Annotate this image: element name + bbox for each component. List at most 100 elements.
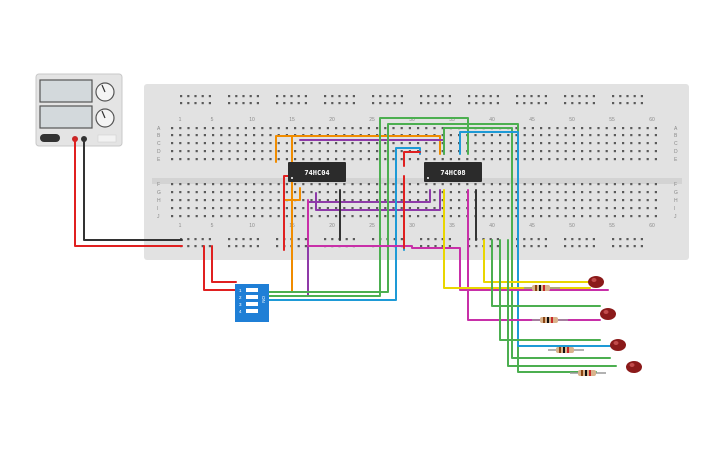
power-rail-hole[interactable] <box>228 245 231 248</box>
breadboard-hole[interactable] <box>490 142 493 145</box>
breadboard-hole[interactable] <box>359 127 362 130</box>
breadboard-hole[interactable] <box>499 191 502 194</box>
power-rail-hole[interactable] <box>571 238 574 241</box>
breadboard-hole[interactable] <box>589 142 592 145</box>
breadboard-hole[interactable] <box>228 134 231 137</box>
power-rail-hole[interactable] <box>434 95 437 98</box>
breadboard-hole[interactable] <box>376 215 379 218</box>
power-rail-hole[interactable] <box>331 238 334 241</box>
breadboard-hole[interactable] <box>597 207 600 210</box>
power-rail-hole[interactable] <box>345 95 348 98</box>
breadboard-hole[interactable] <box>548 150 551 153</box>
breadboard-hole[interactable] <box>622 134 625 137</box>
breadboard-hole[interactable] <box>630 199 633 202</box>
power-rail-hole[interactable] <box>297 95 300 98</box>
power-rail-hole[interactable] <box>441 238 444 241</box>
breadboard-hole[interactable] <box>195 134 198 137</box>
breadboard-hole[interactable] <box>597 158 600 161</box>
breadboard-hole[interactable] <box>351 215 354 218</box>
power-rail-hole[interactable] <box>187 95 190 98</box>
breadboard-hole[interactable] <box>507 134 510 137</box>
breadboard-hole[interactable] <box>195 150 198 153</box>
breadboard-hole[interactable] <box>195 191 198 194</box>
power-rail-hole[interactable] <box>194 95 197 98</box>
power-rail-hole[interactable] <box>468 245 471 248</box>
breadboard-hole[interactable] <box>556 191 559 194</box>
breadboard-hole[interactable] <box>203 215 206 218</box>
breadboard-hole[interactable] <box>326 158 329 161</box>
power-rail-hole[interactable] <box>331 102 334 105</box>
breadboard-hole[interactable] <box>630 183 633 186</box>
breadboard-hole[interactable] <box>195 127 198 130</box>
breadboard-hole[interactable] <box>515 207 518 210</box>
breadboard-hole[interactable] <box>187 207 190 210</box>
breadboard-hole[interactable] <box>343 127 346 130</box>
breadboard-hole[interactable] <box>244 183 247 186</box>
breadboard-hole[interactable] <box>179 183 182 186</box>
breadboard-hole[interactable] <box>392 199 395 202</box>
breadboard-hole[interactable] <box>400 127 403 130</box>
power-rail-hole[interactable] <box>633 95 636 98</box>
breadboard-hole[interactable] <box>318 142 321 145</box>
breadboard-hole[interactable] <box>613 142 616 145</box>
power-rail-hole[interactable] <box>345 238 348 241</box>
breadboard-hole[interactable] <box>261 127 264 130</box>
power-rail-hole[interactable] <box>242 238 245 241</box>
breadboard-hole[interactable] <box>540 215 543 218</box>
breadboard-hole[interactable] <box>376 127 379 130</box>
breadboard-hole[interactable] <box>253 134 256 137</box>
power-rail-hole[interactable] <box>249 102 252 105</box>
breadboard-hole[interactable] <box>523 142 526 145</box>
breadboard-hole[interactable] <box>523 158 526 161</box>
breadboard-hole[interactable] <box>433 150 436 153</box>
breadboard-hole[interactable] <box>474 142 477 145</box>
breadboard-hole[interactable] <box>638 142 641 145</box>
breadboard-hole[interactable] <box>187 150 190 153</box>
power-rail-hole[interactable] <box>400 238 403 241</box>
breadboard-hole[interactable] <box>417 158 420 161</box>
breadboard-hole[interactable] <box>171 191 174 194</box>
breadboard-hole[interactable] <box>400 183 403 186</box>
breadboard-hole[interactable] <box>515 127 518 130</box>
breadboard-hole[interactable] <box>622 183 625 186</box>
breadboard-hole[interactable] <box>581 134 584 137</box>
breadboard-hole[interactable] <box>261 207 264 210</box>
power-rail-hole[interactable] <box>256 238 259 241</box>
breadboard-hole[interactable] <box>408 215 411 218</box>
breadboard-hole[interactable] <box>548 134 551 137</box>
breadboard-hole[interactable] <box>302 127 305 130</box>
breadboard-hole[interactable] <box>499 199 502 202</box>
breadboard-hole[interactable] <box>572 199 575 202</box>
breadboard-hole[interactable] <box>507 191 510 194</box>
breadboard-hole[interactable] <box>384 158 387 161</box>
power-rail-hole[interactable] <box>242 102 245 105</box>
breadboard-hole[interactable] <box>613 158 616 161</box>
breadboard-hole[interactable] <box>499 215 502 218</box>
breadboard-hole[interactable] <box>507 215 510 218</box>
breadboard-hole[interactable] <box>646 150 649 153</box>
breadboard-hole[interactable] <box>474 158 477 161</box>
breadboard-hole[interactable] <box>449 191 452 194</box>
breadboard-hole[interactable] <box>597 183 600 186</box>
breadboard-hole[interactable] <box>236 183 239 186</box>
breadboard-hole[interactable] <box>384 207 387 210</box>
power-rail-hole[interactable] <box>496 102 499 105</box>
breadboard-hole[interactable] <box>589 207 592 210</box>
breadboard-hole[interactable] <box>236 199 239 202</box>
breadboard-hole[interactable] <box>474 150 477 153</box>
breadboard-hole[interactable] <box>417 142 420 145</box>
breadboard-hole[interactable] <box>261 142 264 145</box>
breadboard-hole[interactable] <box>458 215 461 218</box>
breadboard-hole[interactable] <box>212 158 215 161</box>
breadboard-hole[interactable] <box>277 142 280 145</box>
breadboard-hole[interactable] <box>523 134 526 137</box>
breadboard-hole[interactable] <box>220 134 223 137</box>
breadboard-hole[interactable] <box>605 142 608 145</box>
breadboard-hole[interactable] <box>212 127 215 130</box>
power-rail-hole[interactable] <box>393 95 396 98</box>
breadboard-hole[interactable] <box>376 183 379 186</box>
power-rail-hole[interactable] <box>592 102 595 105</box>
breadboard-hole[interactable] <box>482 191 485 194</box>
power-rail-hole[interactable] <box>564 245 567 248</box>
breadboard-hole[interactable] <box>572 215 575 218</box>
